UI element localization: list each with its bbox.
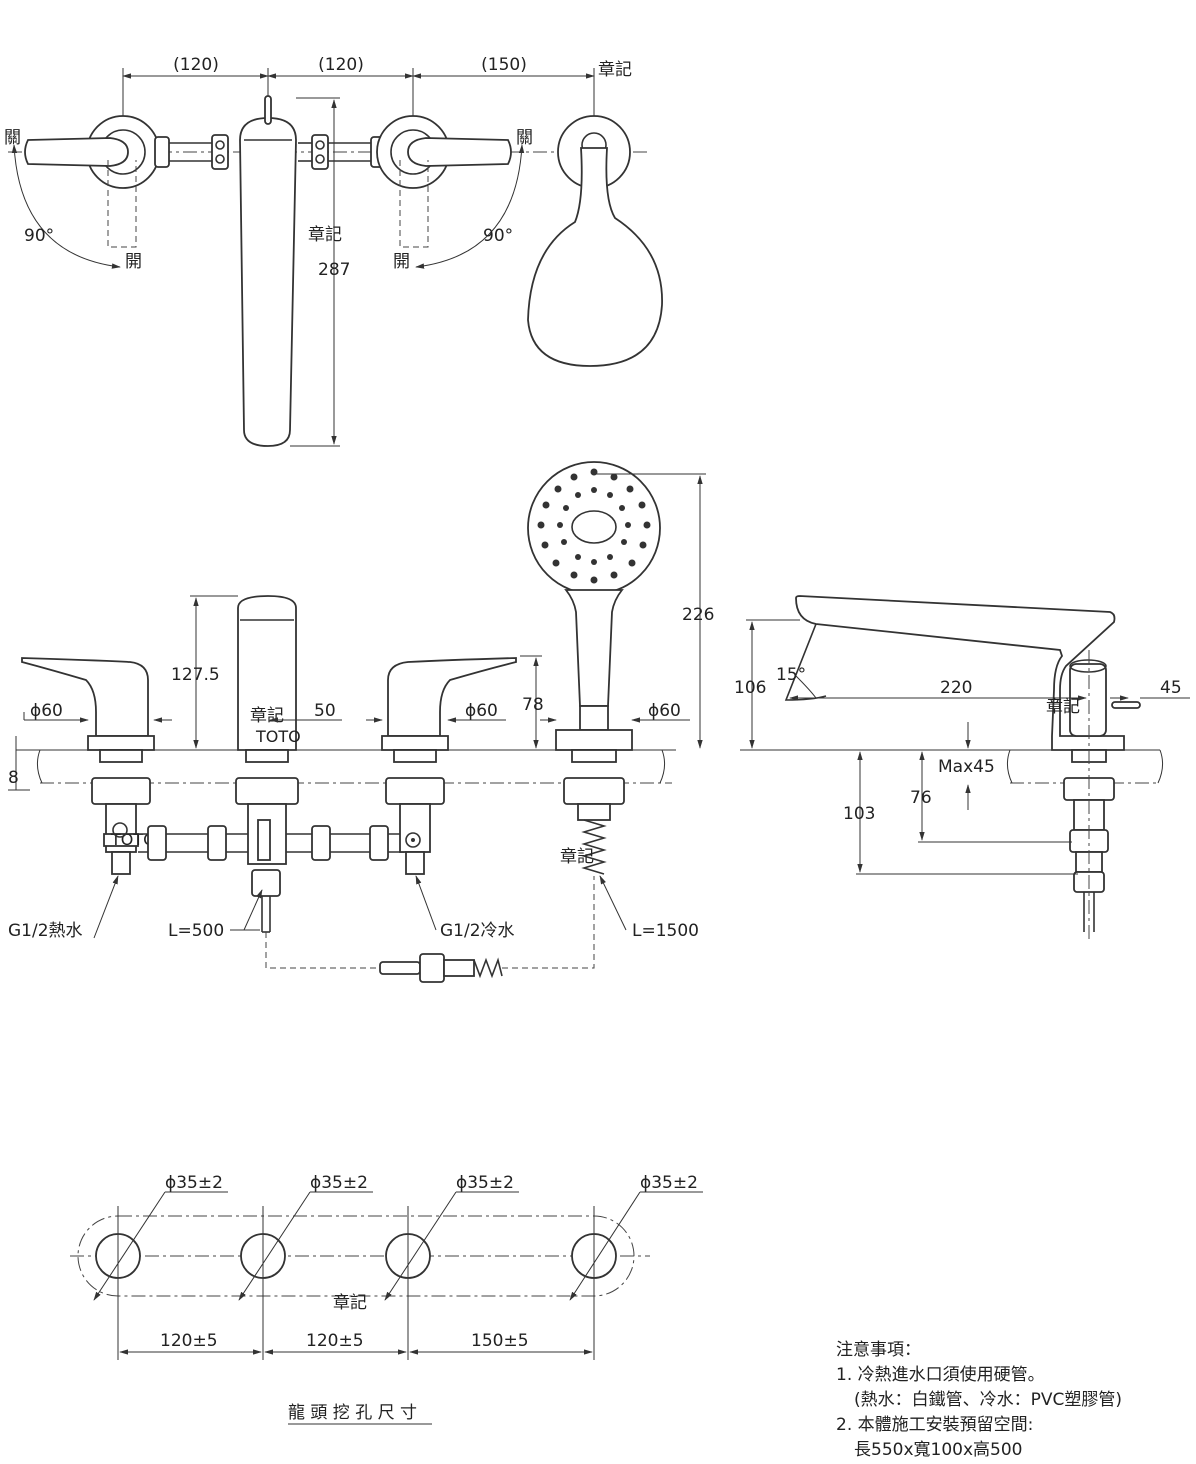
open-left-label: 開 <box>125 252 142 272</box>
hose-mark-label: 章記 <box>560 847 594 867</box>
under-76-dim: 76 <box>910 788 932 808</box>
shower-height-dim: 226 <box>682 605 714 625</box>
side-angle-dim: 15° <box>776 665 806 685</box>
hole-1-dia: ϕ35±2 <box>165 1173 223 1193</box>
hole-spacing-1: 120±5 <box>160 1331 218 1351</box>
left-diameter-dim: ϕ60 <box>30 701 63 721</box>
side-height-dim: 106 <box>734 678 766 698</box>
right-diameter-dim: ϕ60 <box>465 701 498 721</box>
top-mark-label: 章記 <box>598 60 632 80</box>
brand-spout: TOTO <box>255 727 301 746</box>
cold-inlet-label: G1/2冷水 <box>440 921 515 941</box>
under-103-dim: 103 <box>843 804 875 824</box>
top-dim-120-right: (120) <box>318 55 364 75</box>
open-right-label: 開 <box>393 252 410 272</box>
deck-thickness-dim: 8 <box>8 768 19 788</box>
side-reach-dim: 220 <box>940 678 972 698</box>
hole-spacing-2: 120±5 <box>306 1331 364 1351</box>
top-dim-150: (150) <box>481 55 527 75</box>
notes-title: 注意事項： <box>836 1340 921 1360</box>
max-deck-dim: Max45 <box>938 757 995 777</box>
notes-line-4: 長550x寬100x高500 <box>854 1440 1023 1460</box>
dim-50: 50 <box>314 701 336 721</box>
center-mark-label: 章記 <box>250 706 284 726</box>
side-view: 106 15° 220 章記 45 Max45 76 103 <box>734 595 1190 940</box>
top-dim-120-left: (120) <box>173 55 219 75</box>
angle-left-label: 90° <box>24 226 54 246</box>
hole-spacing-3: 150±5 <box>471 1331 529 1351</box>
shower-diameter-dim: ϕ60 <box>648 701 681 721</box>
hole-2-dia: ϕ35±2 <box>310 1173 368 1193</box>
spray-nozzles <box>537 468 651 584</box>
side-mark-label: 章記 <box>1046 697 1080 717</box>
spout-mark-label: 章記 <box>308 225 342 245</box>
hole-layout-caption: 龍 頭 挖 孔 尺 寸 <box>288 1403 417 1423</box>
hot-inlet-label: G1/2熱水 <box>8 921 83 941</box>
hole-3-dia: ϕ35±2 <box>456 1173 514 1193</box>
spout-height-dim: 127.5 <box>171 665 220 685</box>
hole-layout: ϕ35±2 ϕ35±2 ϕ35±2 ϕ35±2 章記 120±5 120±5 1… <box>70 1173 703 1425</box>
side-offset-dim: 45 <box>1160 678 1182 698</box>
closed-right-label: 關 <box>516 128 533 148</box>
notes-line-1: 1. 冷熱進水口須使用硬管。 <box>836 1365 1045 1385</box>
notes-line-2: (熱水：白鐵管、冷水：PVC塑膠管) <box>854 1390 1123 1410</box>
top-view: (120) (120) (150) 章記 <box>4 55 663 447</box>
angle-right-label: 90° <box>483 226 513 246</box>
handle-height-dim: 78 <box>522 695 544 715</box>
spout-length-dim: 287 <box>318 260 350 280</box>
hole-4-dia: ϕ35±2 <box>640 1173 698 1193</box>
installation-notes: 注意事項： 1. 冷熱進水口須使用硬管。 (熱水：白鐵管、冷水：PVC塑膠管) … <box>836 1338 1186 1463</box>
front-view: 8 ϕ60 TOTO TOTO <box>8 461 714 983</box>
hose-length-label: L=1500 <box>632 921 699 941</box>
supply-length-label: L=500 <box>168 921 224 941</box>
notes-line-3: 2. 本體施工安裝預留空間: <box>836 1415 1034 1435</box>
closed-left-label: 關 <box>4 128 21 148</box>
hole-mark-label: 章記 <box>333 1293 367 1313</box>
